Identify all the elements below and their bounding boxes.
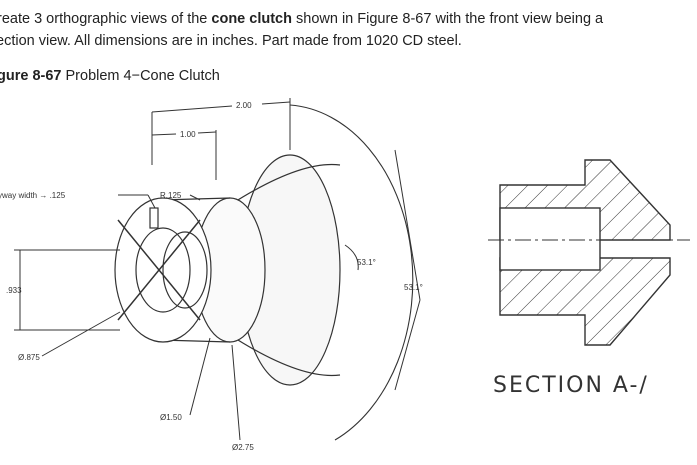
dim-keyway: yway width → .125 [0,191,66,200]
problem-line-1: reate 3 orthographic views of the cone c… [0,11,604,27]
dim-bore: Ø.875 [18,353,40,362]
dimension-lines [14,98,421,441]
section-label: SECTION A-/ [493,373,649,398]
figure-caption: gure 8-67 Problem 4−Cone Clutch [0,68,220,84]
section-view [488,159,690,346]
dim-cone-dia: Ø2.75 [232,443,254,452]
dim-overall-length: 2.00 [236,101,252,110]
pictorial-view [114,104,414,441]
problem-statement: reate 3 orthographic views of the cone c… [0,8,697,52]
dimension-text: 2.00 1.00 yway width → .125 R.125 .933 Ø… [0,101,423,452]
dim-hub-length: 1.00 [180,130,196,139]
problem-line-2: ection view. All dimensions are in inche… [0,33,462,49]
dim-hub-dia: Ø1.50 [160,413,182,422]
part-name: cone clutch [211,11,292,27]
dim-height: .933 [6,286,22,295]
dim-angle-2: 53.1° [404,283,423,292]
dim-radius: R.125 [160,191,182,200]
dim-angle-1: 53.1° [357,258,376,267]
cone-clutch-drawing: 2.00 1.00 yway width → .125 R.125 .933 Ø… [0,98,690,452]
figure-label: gure 8-67 [0,68,62,84]
